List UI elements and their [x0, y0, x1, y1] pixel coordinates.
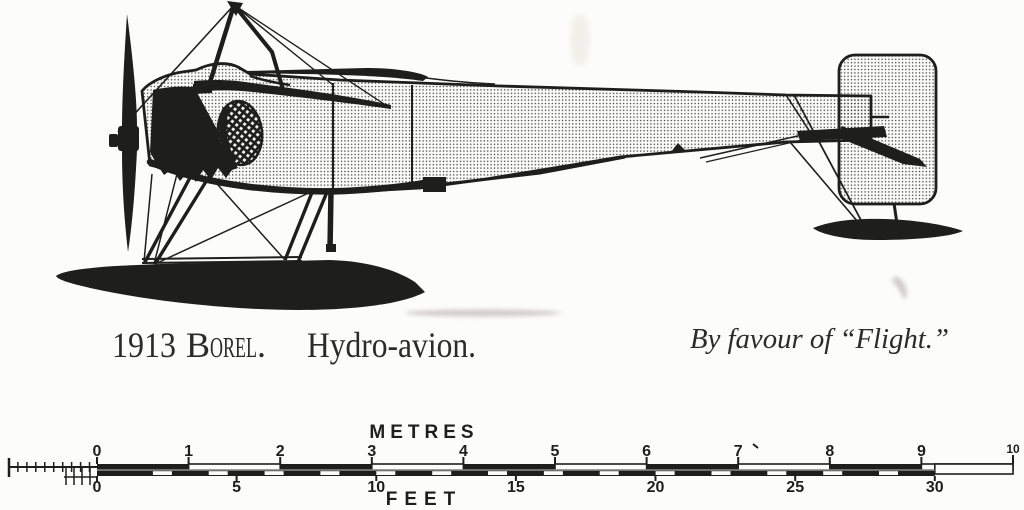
svg-text:0: 0	[93, 479, 102, 496]
svg-text:1913 BOREL. Hydro-avio: 1913 BOREL. Hydro-avion.	[112, 325, 476, 365]
svg-text:METRES: METRES	[369, 422, 478, 443]
svg-text:6: 6	[642, 443, 651, 460]
svg-text:5: 5	[551, 443, 560, 460]
svg-text:FEET: FEET	[386, 489, 463, 510]
svg-text:0: 0	[93, 443, 102, 460]
svg-text:4: 4	[459, 443, 468, 460]
svg-text:5: 5	[232, 479, 241, 496]
svg-text:8: 8	[825, 443, 834, 460]
svg-text:2: 2	[276, 443, 285, 460]
svg-text:7: 7	[734, 443, 743, 460]
svg-text:15: 15	[507, 479, 525, 496]
svg-text:30: 30	[926, 479, 944, 496]
svg-text:20: 20	[647, 479, 665, 496]
svg-text:10: 10	[1006, 442, 1020, 456]
svg-text:1: 1	[184, 443, 193, 460]
svg-text:10: 10	[367, 479, 385, 496]
svg-text:By favour of “Flight.”: By favour of “Flight.”	[690, 323, 949, 355]
svg-text:9: 9	[917, 443, 926, 460]
svg-text:25: 25	[786, 479, 804, 496]
svg-text:3: 3	[367, 443, 376, 460]
